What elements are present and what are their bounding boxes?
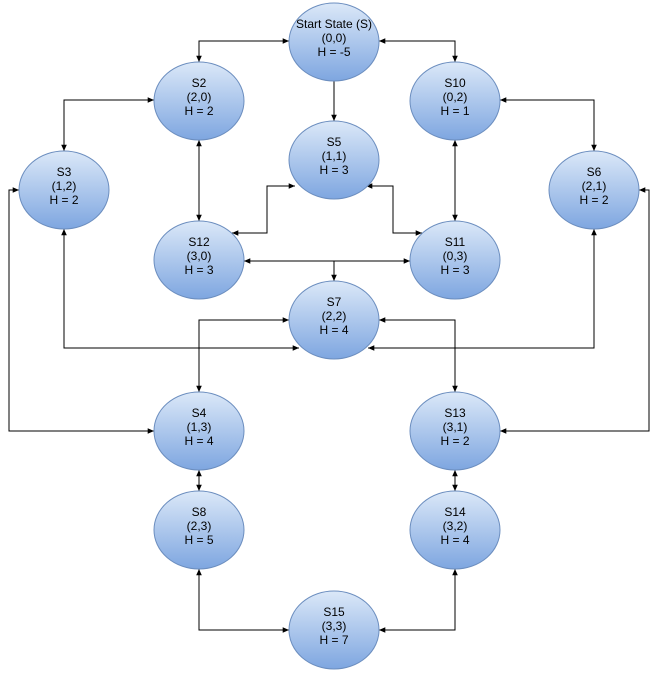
- state-name: S13: [444, 406, 466, 420]
- state-name: S6: [587, 165, 602, 179]
- state-node-s8: S8(2,3)H = 5: [153, 490, 245, 570]
- state-node-shape: [409, 220, 501, 300]
- state-heuristic: H = 2: [49, 193, 78, 207]
- state-heuristic: H = 7: [319, 633, 348, 647]
- state-coordinates: (1,1): [322, 149, 347, 163]
- state-node-s: Start State (S)(0,0)H = -5: [288, 2, 380, 82]
- state-heuristic: H = 1: [440, 104, 469, 118]
- state-node-s11: S11(0,3)H = 3: [409, 220, 501, 300]
- edge-s10-s6: [500, 97, 597, 151]
- state-node-shape: [153, 391, 245, 471]
- state-heuristic: H = 2: [440, 434, 469, 448]
- state-coordinates: (2,2): [322, 309, 347, 323]
- state-heuristic: H = 4: [319, 323, 348, 337]
- state-heuristic: H = 3: [440, 263, 469, 277]
- state-node-s15: S15(3,3)H = 7: [288, 590, 380, 670]
- state-name: S7: [327, 295, 342, 309]
- state-heuristic: H = 2: [184, 104, 213, 118]
- edge-s7-s13: [379, 317, 458, 392]
- state-name: S15: [323, 605, 345, 619]
- state-node-shape: [153, 61, 245, 141]
- state-heuristic: H = 3: [319, 163, 348, 177]
- state-coordinates: (0,3): [443, 249, 468, 263]
- state-node-shape: [288, 120, 380, 200]
- state-heuristic: H = 4: [440, 533, 469, 547]
- state-node-s4: S4(1,3)H = 4: [153, 391, 245, 471]
- nodes-layer: Start State (S)(0,0)H = -5S2(2,0)H = 2S1…: [18, 2, 640, 670]
- state-heuristic: H = 3: [184, 263, 213, 277]
- edge-s7-s4: [196, 317, 289, 392]
- state-node-shape: [409, 61, 501, 141]
- state-coordinates: (2,0): [187, 90, 212, 104]
- state-name: S5: [327, 135, 342, 149]
- state-node-s10: S10(0,2)H = 1: [409, 61, 501, 141]
- state-heuristic: H = 5: [184, 533, 213, 547]
- state-name: S2: [192, 76, 207, 90]
- state-node-s13: S13(3,1)H = 2: [409, 391, 501, 471]
- state-coordinates: (1,2): [52, 179, 77, 193]
- state-node-shape: [153, 220, 245, 300]
- state-node-shape: [288, 2, 380, 82]
- state-coordinates: (2,3): [187, 519, 212, 533]
- state-node-shape: [153, 490, 245, 570]
- state-name: S11: [445, 235, 466, 249]
- state-node-s2: S2(2,0)H = 2: [153, 61, 245, 141]
- state-node-s5: S5(1,1)H = 3: [288, 120, 380, 200]
- state-name: S3: [57, 165, 72, 179]
- state-node-s7: S7(2,2)H = 4: [288, 280, 380, 360]
- state-heuristic: H = 2: [579, 193, 608, 207]
- state-coordinates: (3,1): [443, 420, 468, 434]
- state-node-s12: S12(3,0)H = 3: [153, 220, 245, 300]
- edge-s3-s4: [8, 187, 154, 434]
- edge-s5-s11: [366, 183, 422, 236]
- edge-s2-s3: [61, 97, 154, 151]
- state-name: S14: [444, 505, 466, 519]
- state-node-shape: [288, 280, 380, 360]
- state-coordinates: (0,2): [443, 90, 468, 104]
- edge-s8-s15: [196, 569, 289, 633]
- edge-s-s10: [379, 38, 458, 62]
- state-heuristic: H = -5: [317, 45, 350, 59]
- state-node-shape: [548, 150, 640, 230]
- edge-s5-s12: [232, 183, 295, 236]
- edge-s6-s13: [500, 187, 650, 434]
- state-coordinates: (2,1): [582, 179, 607, 193]
- edges-layer: [8, 38, 650, 633]
- state-node-shape: [409, 490, 501, 570]
- state-node-shape: [288, 590, 380, 670]
- state-coordinates: (1,3): [187, 420, 212, 434]
- state-node-shape: [18, 150, 110, 230]
- edge-s-s2: [196, 38, 289, 62]
- state-name: S10: [444, 76, 466, 90]
- state-node-shape: [409, 391, 501, 471]
- state-name: S8: [192, 505, 207, 519]
- state-coordinates: (3,0): [187, 249, 212, 263]
- state-node-s14: S14(3,2)H = 4: [409, 490, 501, 570]
- state-name: S12: [188, 235, 210, 249]
- state-name: S4: [192, 406, 207, 420]
- state-node-s6: S6(2,1)H = 2: [548, 150, 640, 230]
- state-name: Start State (S): [296, 17, 372, 31]
- edge-s14-s15: [379, 569, 458, 633]
- state-coordinates: (3,3): [322, 619, 347, 633]
- state-coordinates: (0,0): [322, 31, 347, 45]
- state-node-s3: S3(1,2)H = 2: [18, 150, 110, 230]
- state-coordinates: (3,2): [443, 519, 468, 533]
- state-heuristic: H = 4: [184, 434, 213, 448]
